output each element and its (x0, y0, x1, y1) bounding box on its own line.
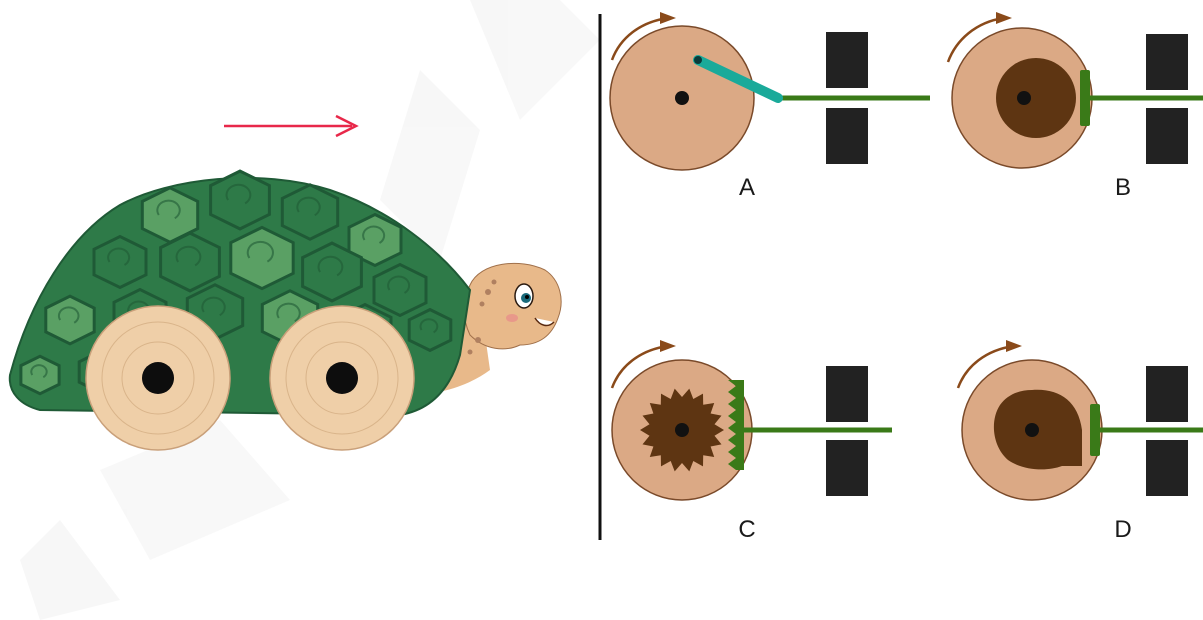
panel-a-mechanism (610, 12, 930, 170)
panel-label-c: C (732, 516, 762, 544)
panel-d-mechanism (958, 340, 1203, 500)
guide-block-bottom-d (1146, 440, 1188, 496)
guide-block-bottom-c (826, 440, 868, 496)
guide-block-bottom-a (826, 108, 868, 164)
shell-scute (46, 296, 94, 344)
panel-label-a: A (732, 174, 762, 202)
guide-block-bottom-b (1146, 108, 1188, 164)
shell-scute (409, 310, 451, 351)
shell-scute (94, 237, 146, 288)
follower-foot-b (1080, 70, 1090, 126)
wheel-front (270, 306, 414, 450)
guide-block-top-d (1146, 366, 1188, 422)
panel-c-mechanism (612, 340, 892, 500)
guide-block-top-b (1146, 34, 1188, 90)
shell-scute (303, 243, 362, 301)
panel-label-d: D (1108, 516, 1138, 544)
guide-block-top-c (826, 366, 868, 422)
shell-scute (231, 227, 293, 288)
turtle-toy (10, 171, 561, 450)
shell-scute (21, 356, 59, 393)
wheel-rear (86, 306, 230, 450)
round-cam-b (996, 58, 1076, 138)
guide-block-top-a (826, 32, 868, 88)
shell-scute (282, 185, 337, 239)
shell-scute (161, 233, 220, 291)
shell-scute (374, 265, 426, 316)
motion-arrow (224, 116, 356, 136)
follower-foot-d (1090, 404, 1100, 456)
panel-b-mechanism (948, 12, 1203, 168)
shell-scute (211, 171, 270, 229)
panel-label-b: B (1108, 174, 1138, 202)
